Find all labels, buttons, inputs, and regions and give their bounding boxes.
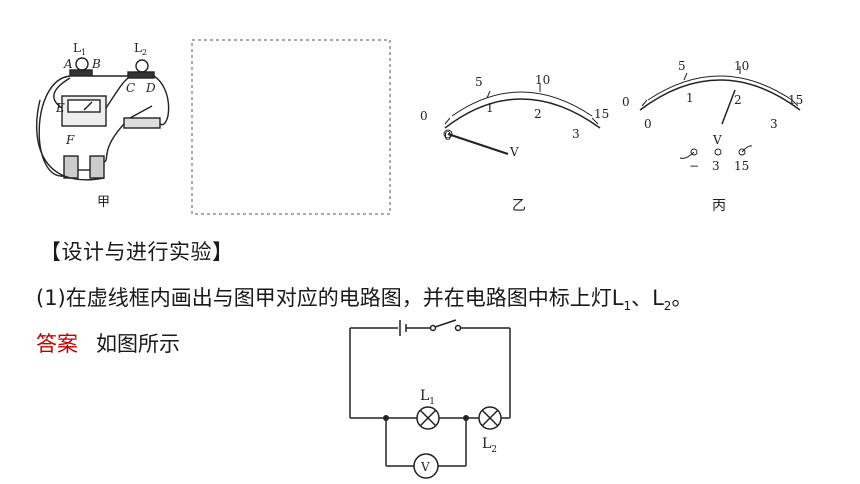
- battery-1: [63, 155, 79, 179]
- battery-2: [89, 155, 105, 179]
- answer-circuit: L1 L2 V: [349, 319, 511, 479]
- label-e: E: [55, 101, 65, 115]
- question-sub1: 1: [623, 299, 632, 314]
- yi-inner-2: 2: [534, 107, 542, 121]
- switch: [123, 117, 161, 129]
- bing-outer-10: 10: [734, 59, 749, 73]
- switch-blade: [434, 319, 457, 328]
- bing-inner-2: 2: [734, 93, 742, 107]
- circuit-label-v: V: [420, 460, 430, 474]
- bing-terminal-15: 15: [734, 159, 749, 173]
- yi-inner-1: 1: [486, 101, 494, 115]
- answer-row: 答案如图所示: [36, 328, 180, 358]
- yi-inner-0: 0: [444, 129, 452, 143]
- terminal-3: [714, 148, 722, 156]
- question-suffix: 。: [671, 286, 693, 310]
- dashed-answer-box: [191, 39, 391, 215]
- answer-label: 答案: [36, 332, 78, 356]
- figure-bing-labels: 0 5 10 15 0 1 2 3 V − 3 15 丙: [622, 59, 803, 214]
- label-l1: L1: [73, 41, 86, 57]
- yi-outer-15: 15: [594, 107, 609, 121]
- bing-terminal-minus: −: [689, 159, 699, 173]
- label-b: B: [91, 57, 101, 71]
- question-sub2: 2: [663, 299, 672, 314]
- bing-unit: V: [712, 133, 722, 147]
- yi-outer-0: 0: [420, 109, 428, 123]
- figure-jia: [35, 57, 170, 181]
- junction-left: [383, 415, 389, 421]
- needle-yi: [447, 133, 509, 155]
- bing-outer-5: 5: [678, 59, 686, 73]
- caption-bing: 丙: [712, 198, 726, 214]
- figure-yi-dial: [443, 84, 601, 155]
- section-title: 【设计与进行实验】: [40, 240, 234, 264]
- question-mid: 、L: [631, 286, 664, 310]
- yi-outer-5: 5: [475, 75, 483, 89]
- bing-outer-15: 15: [788, 93, 803, 107]
- label-d: D: [145, 81, 156, 95]
- bing-outer-0: 0: [622, 95, 630, 109]
- caption-jia: 甲: [97, 195, 110, 210]
- lamp-l1: [75, 57, 89, 71]
- yi-outer-10: 10: [535, 73, 550, 87]
- yi-inner-3: 3: [572, 127, 580, 141]
- question-1: (1)在虚线框内画出与图甲对应的电路图，并在电路图中标上灯L1、L2。: [36, 282, 692, 313]
- terminal-minus: [690, 148, 698, 156]
- question-prefix: (1)在虚线框内画出与图甲对应的电路图，并在电路图中标上灯L: [36, 286, 624, 310]
- figure-yi-labels: 0 5 10 15 0 1 2 3 V 乙: [420, 73, 609, 214]
- bing-inner-3: 3: [770, 117, 778, 131]
- bing-inner-0: 0: [644, 117, 652, 131]
- figure-jia-labels: L1 L2 A B C D E F: [55, 41, 156, 147]
- lamp-l2: [135, 59, 149, 73]
- label-f: F: [65, 133, 75, 147]
- label-l2: L2: [134, 41, 147, 57]
- label-c: C: [126, 81, 135, 95]
- yi-unit: V: [509, 145, 519, 159]
- label-a: A: [63, 57, 73, 71]
- caption-yi: 乙: [512, 198, 526, 214]
- bing-terminal-3: 3: [712, 159, 720, 173]
- circuit-label-l1: L1: [420, 388, 435, 407]
- bing-inner-1: 1: [686, 91, 694, 105]
- needle-bing: [721, 89, 736, 125]
- junction-right: [463, 415, 469, 421]
- circuit-label-l2: L2: [482, 436, 497, 455]
- answer-text: 如图所示: [96, 332, 180, 356]
- figure-bing-dial: [639, 66, 801, 159]
- experiment-figure: L1 L2 A B C D E F 0 5 10 15 0 1 2 3 V 乙: [35, 39, 803, 215]
- terminal-15: [738, 148, 746, 156]
